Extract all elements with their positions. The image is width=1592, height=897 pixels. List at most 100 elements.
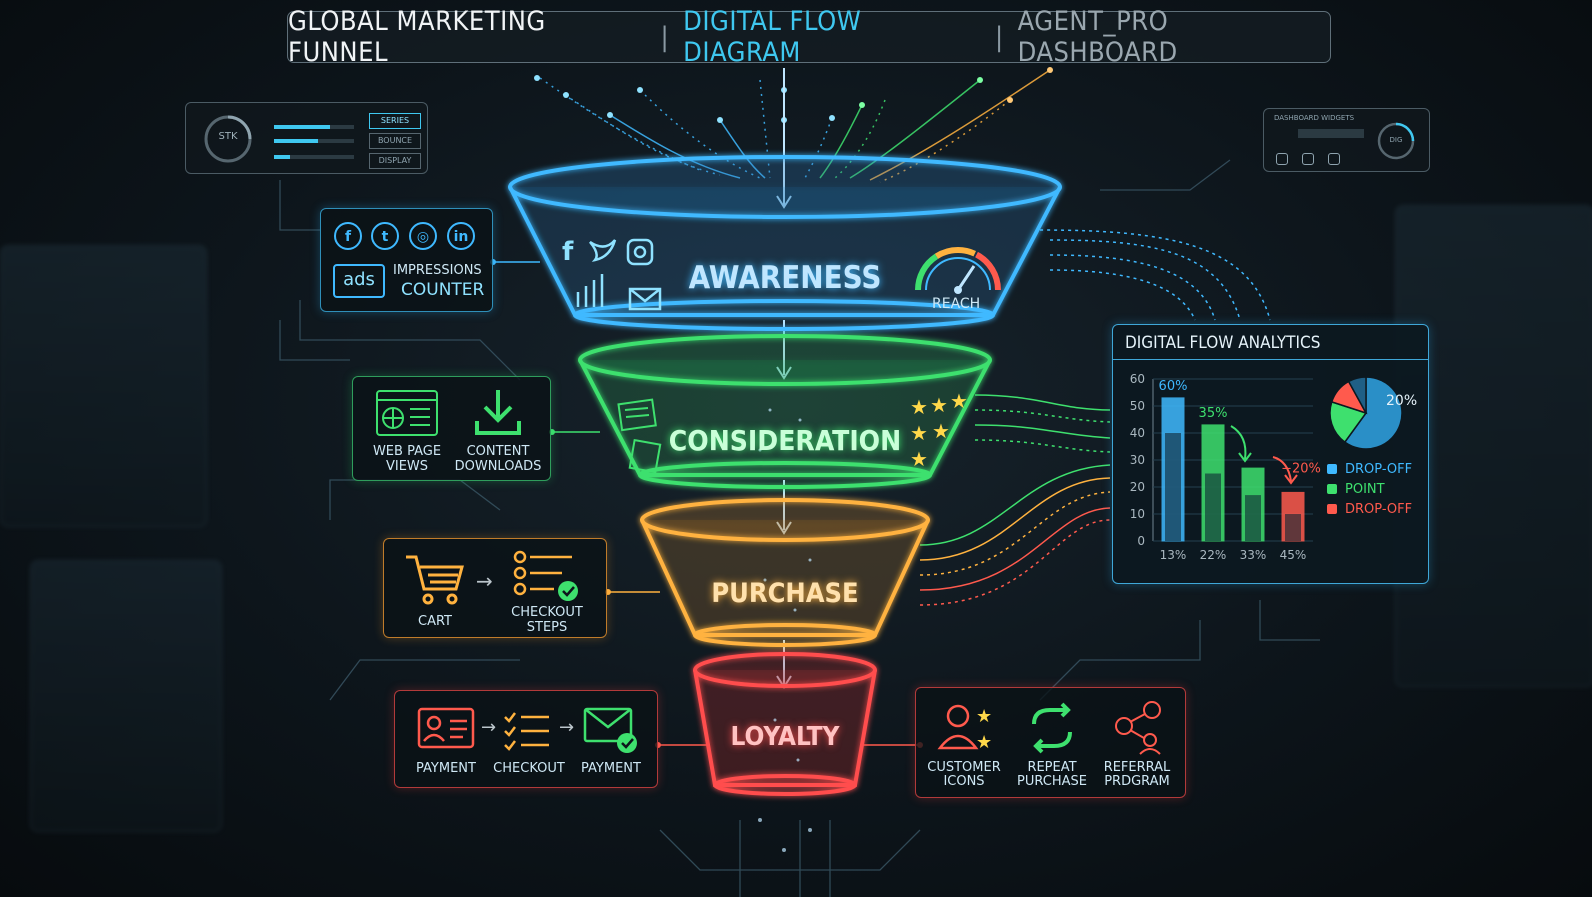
y-tick-label: 30	[1130, 453, 1145, 467]
data-label: 60%	[1159, 379, 1188, 394]
legend-swatch	[1327, 484, 1337, 494]
bar-inner	[1245, 495, 1261, 541]
progress-bar	[274, 139, 354, 143]
background-panel-left-top	[0, 245, 207, 527]
content-downloads-line2: DOWNLOADS	[454, 459, 542, 474]
arrow-icon: →	[476, 569, 493, 593]
widget-input[interactable]	[1298, 129, 1364, 138]
dial-label: STK	[218, 131, 238, 142]
pie-slice	[1329, 400, 1368, 444]
impressions-label: IMPRESSIONS	[393, 263, 482, 278]
svg-text:★: ★	[910, 447, 928, 471]
widget-header: DASHBOARD WIDGETS	[1274, 114, 1355, 122]
widget-button-series[interactable]: SERIES	[369, 113, 421, 129]
background-panel-left-bottom	[30, 560, 222, 832]
widget-icon-button[interactable]	[1302, 153, 1314, 165]
dashboard-widget-right: DASHBOARD WIDGETS DIG	[1263, 108, 1430, 172]
bar-inner	[1165, 433, 1181, 541]
customer-stars-icon: ★★	[937, 704, 992, 753]
title-bar: GLOBAL MARKETING FUNNEL | DIGITAL FLOW D…	[287, 6, 1331, 68]
stage-loyalty-label: LOYALTY	[730, 722, 840, 752]
svg-text:◎: ◎	[417, 229, 429, 245]
document-icons	[617, 398, 662, 474]
y-tick-label: 60	[1130, 372, 1145, 386]
y-tick-label: 0	[1137, 534, 1145, 548]
svg-text:f: f	[562, 237, 574, 267]
web-page-views-line2: VIEWS	[385, 459, 429, 474]
stage-purchase-label: PURCHASE	[711, 578, 859, 609]
arrow-icon: →	[481, 717, 497, 738]
trend-arrow	[1272, 456, 1292, 482]
checkout-steps-line1: CHECKOUT	[511, 605, 583, 620]
pie-slice	[1347, 376, 1367, 414]
svg-text:★: ★	[932, 419, 950, 443]
checkout-label: CHECKOUT	[493, 761, 565, 776]
dial-icon	[1377, 122, 1415, 160]
widget-icon-button[interactable]	[1276, 153, 1288, 165]
svg-text:★: ★	[910, 395, 928, 419]
checklist-icon	[504, 712, 549, 751]
reach-label: REACH	[932, 296, 981, 312]
customer-icons-line1: CUSTOMER	[927, 760, 1001, 775]
awareness-channel-icons: f	[562, 237, 662, 311]
data-label: −20%	[1281, 461, 1321, 476]
cart-label: CART	[418, 614, 452, 629]
title-separator: |	[994, 21, 1004, 53]
dashboard-widget-left: STK SERIES BOUNCE DISPLAY	[185, 102, 428, 174]
svg-text:in: in	[454, 229, 469, 245]
widget-icon-button[interactable]	[1328, 153, 1340, 165]
checkout-steps-line2: STEPS	[526, 620, 568, 635]
referral-network-icon	[1115, 701, 1161, 755]
progress-bar	[274, 125, 354, 129]
widget-button-display[interactable]: DISPLAY	[369, 153, 421, 169]
purchase-info-box: CART → CHECKOUT STEPS	[383, 538, 607, 638]
arrow-icon: →	[559, 717, 575, 738]
repeat-purchase-line1: REPEAT	[1027, 760, 1077, 775]
data-label: 35%	[1199, 406, 1228, 421]
pie-slice	[1343, 376, 1403, 450]
title-part-2: DIGITAL FLOW DIAGRAM	[683, 6, 862, 68]
web-page-icon	[376, 390, 438, 436]
svg-text:t: t	[382, 229, 389, 245]
digital-flow-analytics-panel: DIGITAL FLOW ANALYTICS 0 10 20 30 40 50 60 13% 6…	[1112, 324, 1429, 584]
svg-text:★: ★	[910, 421, 928, 445]
stage-awareness-label: AWARENESS	[688, 260, 882, 296]
svg-text:★: ★	[950, 392, 968, 413]
y-tick-label: 20	[1130, 480, 1145, 494]
x-tick-label: 45%	[1280, 548, 1307, 562]
dial-icon	[204, 115, 252, 163]
legend-label: DROP-OFF	[1345, 462, 1412, 477]
x-tick-label: 13%	[1160, 548, 1187, 562]
cart-icon	[406, 555, 464, 605]
dial-label: DIG	[1389, 136, 1403, 144]
consideration-info-box: WEB PAGE VIEWS CONTENT DOWNLOADS	[352, 376, 551, 481]
stage-consideration-label: CONSIDERATION	[668, 424, 902, 457]
download-icon	[475, 390, 521, 435]
title-part-1: GLOBAL MARKETING FUNNEL	[288, 6, 546, 68]
bar-inner	[1285, 514, 1301, 541]
reach-gauge-icon	[915, 247, 1001, 294]
trend-arrow	[1230, 425, 1247, 460]
svg-text:★: ★	[930, 393, 948, 417]
widget-button-bounce[interactable]: BOUNCE	[369, 133, 421, 149]
y-tick-label: 50	[1130, 399, 1145, 413]
repeat-purchase-line2: PURCHASE	[1017, 774, 1087, 789]
content-downloads-line1: CONTENT	[466, 444, 530, 459]
rating-stars-icon: ★★★ ★★★	[910, 392, 968, 471]
trend-arrow-head	[1238, 452, 1252, 463]
progress-bar	[274, 155, 354, 159]
y-tick-label: 40	[1130, 426, 1145, 440]
payment-confirmed-icon	[583, 707, 637, 753]
chart-title: DIGITAL FLOW ANALYTICS	[1125, 333, 1321, 353]
counter-label: COUNTER	[401, 280, 485, 300]
payment-label-1: PAYMENT	[416, 761, 476, 776]
x-tick-label: 33%	[1240, 548, 1267, 562]
svg-text:★: ★	[976, 732, 992, 753]
y-tick-label: 10	[1130, 507, 1145, 521]
id-card-icon	[417, 707, 475, 749]
customer-icons-line2: ICONS	[943, 774, 985, 789]
referral-program-line1: REFERRAL	[1103, 760, 1171, 775]
legend-swatch	[1327, 464, 1337, 474]
legend-label: DROP-OFF	[1345, 502, 1412, 517]
